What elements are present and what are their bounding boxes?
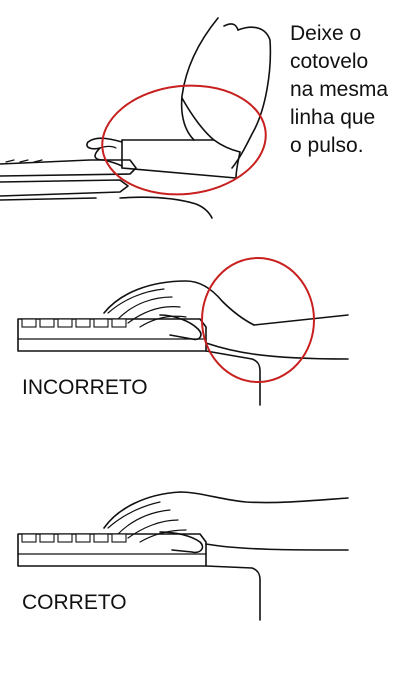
chair-back-front-edge: [180, 17, 219, 141]
thumb-outline: [159, 531, 204, 554]
desk-edge: [0, 197, 97, 201]
finger-line: [107, 501, 161, 529]
keyboard-key: [93, 533, 109, 543]
desk-surface: [0, 179, 129, 197]
chair-back-rear-edge: [231, 26, 272, 169]
forearm-bottom: [121, 167, 237, 179]
seated-arm-illustration: [0, 17, 272, 219]
chair-back-top: [223, 23, 239, 31]
keyboard-key: [39, 318, 55, 328]
instruction-text: Deixe o cotovelo na mesma linha que o pu…: [290, 22, 389, 157]
incorrect-wrist-illustration: [17, 257, 349, 406]
keyboard-key: [21, 318, 37, 328]
forearm-bottom: [205, 342, 349, 360]
wrist-highlight-circle: [201, 257, 315, 383]
finger-line: [107, 288, 165, 314]
finger-line: [127, 519, 179, 539]
correct-panel: CORRETO: [0, 470, 420, 630]
correct-label: CORRETO: [22, 591, 127, 614]
keyboard-top: [0, 159, 137, 177]
hand-top-contour: [103, 280, 255, 326]
keyboard-key: [111, 533, 127, 543]
keyboard-key: [111, 318, 127, 328]
elbow-highlight-circle: [101, 84, 267, 196]
keyboard-key: [75, 533, 91, 543]
finger-line: [117, 509, 171, 535]
keyboard-key: [75, 318, 91, 328]
hand-outline: [86, 137, 123, 167]
posture-panel: Deixe o cotovelo na mesma linha que o pu…: [0, 0, 420, 225]
thumb-outline: [159, 314, 202, 341]
forearm-top: [253, 314, 349, 326]
finger-line: [117, 296, 173, 320]
keyboard-key: [57, 533, 73, 543]
keyboard-key: [21, 533, 37, 543]
keyboard-key: [39, 533, 55, 543]
chair-seat-edge: [119, 196, 213, 219]
incorrect-panel: INCORRETO: [0, 255, 420, 415]
finger-line: [139, 315, 187, 328]
desk-edge: [205, 350, 261, 406]
forearm-bottom: [205, 543, 349, 551]
desk-edge: [205, 565, 261, 621]
hand-forearm-top-contour: [103, 491, 349, 529]
incorrect-label: INCORRETO: [22, 376, 148, 399]
keyboard-keys: [5, 159, 43, 163]
elbow-curve: [235, 151, 241, 179]
upper-arm-back: [181, 97, 241, 153]
finger-line: [127, 306, 181, 324]
correct-wrist-illustration: [17, 491, 349, 621]
keyboard-key: [57, 318, 73, 328]
keyboard-key: [93, 318, 109, 328]
finger-line: [139, 529, 187, 543]
